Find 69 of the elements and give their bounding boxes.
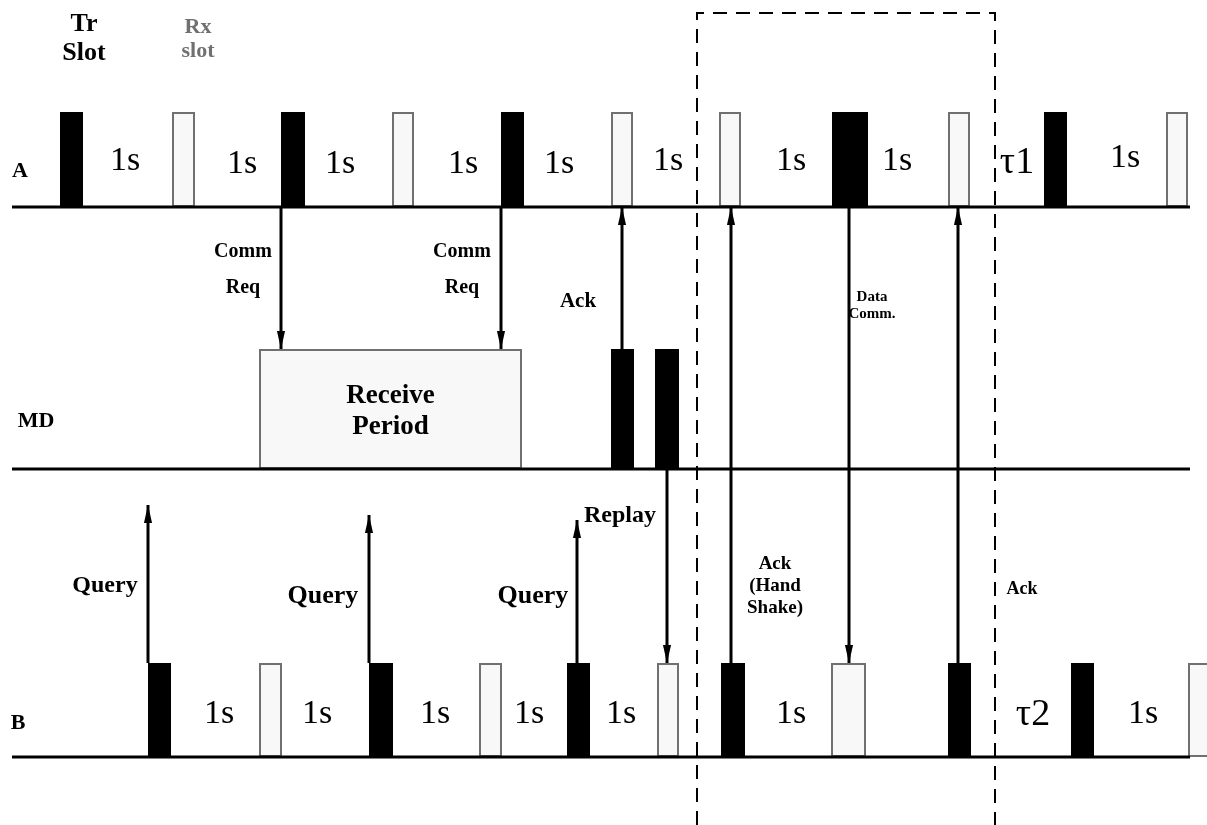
transmit-slot-bar — [832, 112, 868, 207]
duration-label: 1s — [775, 693, 807, 731]
edge-label: Comm Req — [213, 238, 273, 300]
receive-slot-bar — [719, 112, 741, 207]
duration-label: 1s — [301, 693, 333, 731]
row-label: MD — [16, 407, 56, 433]
slot-type-label: Tr Slot — [61, 9, 107, 67]
transmit-slot-bar — [1044, 112, 1067, 207]
edge-label: Ack (Hand Shake) — [746, 552, 804, 618]
arrow — [496, 207, 506, 349]
edge-label: Ack — [558, 287, 598, 313]
receive-slot-bar — [657, 663, 679, 757]
transmit-slot-bar — [721, 663, 745, 757]
duration-label: 1s — [203, 693, 235, 731]
receive-slot-bar — [479, 663, 502, 757]
arrow — [726, 207, 736, 663]
duration-label: 1s — [652, 140, 684, 178]
edge-label: Query — [496, 580, 570, 610]
arrow — [364, 515, 374, 663]
transmit-slot-bar — [148, 663, 171, 757]
duration-label: 1s — [605, 693, 637, 731]
duration-label: 1s — [324, 143, 356, 181]
receive-slot-bar — [611, 112, 633, 207]
edge-label: Ack — [1005, 577, 1039, 599]
arrow — [844, 207, 854, 663]
arrow — [662, 469, 672, 663]
transmit-slot-bar — [369, 663, 393, 757]
arrow — [953, 207, 963, 663]
edge-label: Query — [286, 580, 360, 610]
transmit-slot-bar — [1071, 663, 1094, 757]
transmit-slot-bar — [655, 349, 679, 469]
transmit-slot-bar — [501, 112, 524, 207]
receive-slot-bar — [948, 112, 970, 207]
receive-slot-bar — [392, 112, 414, 207]
receive-slot-bar — [172, 112, 195, 207]
transmit-slot-bar — [60, 112, 83, 207]
arrow — [143, 505, 153, 663]
transmit-slot-bar — [948, 663, 971, 757]
slot-type-label: Rx slot — [180, 13, 216, 63]
receive-slot-bar — [1166, 112, 1188, 207]
duration-label: 1s — [226, 143, 258, 181]
duration-label: 1s — [1109, 137, 1141, 175]
duration-label: 1s — [109, 140, 141, 178]
row-label: B — [9, 709, 27, 735]
receive-slot-bar — [259, 663, 282, 757]
receive-slot-bar — [831, 663, 866, 757]
arrow — [617, 207, 627, 349]
duration-label: 1s — [543, 143, 575, 181]
duration-label: τ1 — [999, 138, 1035, 182]
receive-period-box — [259, 349, 522, 469]
duration-label: 1s — [447, 143, 479, 181]
duration-label: τ2 — [1015, 690, 1051, 734]
duration-label: 1s — [1127, 693, 1159, 731]
transmit-slot-bar — [611, 349, 634, 469]
box-label: Receive Period — [345, 379, 436, 442]
edge-label: Comm Req — [432, 238, 492, 300]
edge-label: Query — [71, 571, 139, 599]
row-label: A — [11, 157, 29, 183]
edge-label: Data Comm. — [847, 287, 897, 323]
receive-slot-bar — [1188, 663, 1207, 757]
arrow — [572, 520, 582, 663]
arrow — [276, 207, 286, 349]
transmit-slot-bar — [281, 112, 305, 207]
duration-label: 1s — [419, 693, 451, 731]
edge-label: Replay — [583, 501, 657, 529]
duration-label: 1s — [513, 693, 545, 731]
duration-label: 1s — [775, 140, 807, 178]
duration-label: 1s — [881, 140, 913, 178]
transmit-slot-bar — [567, 663, 590, 757]
